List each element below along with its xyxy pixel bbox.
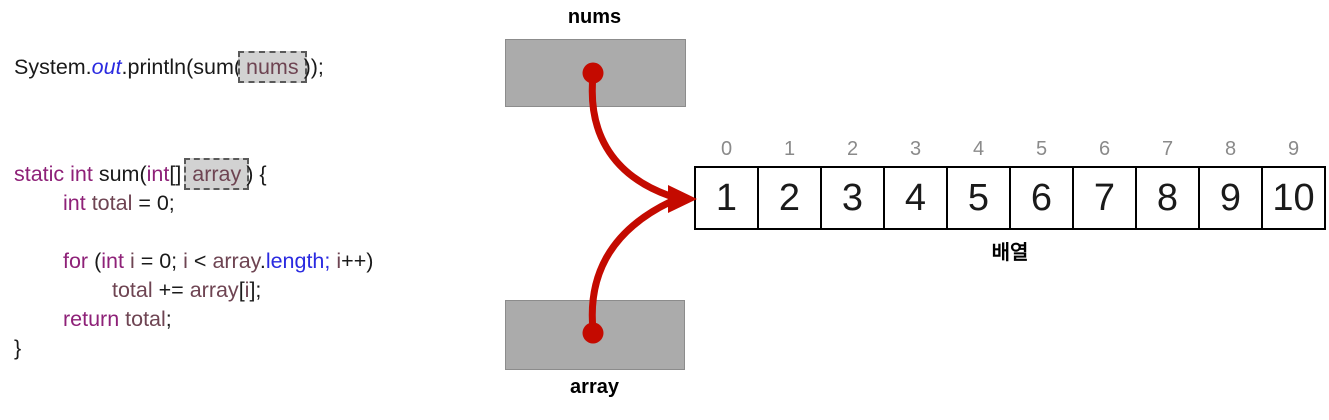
code-token: int	[63, 191, 86, 215]
code-token: (	[88, 249, 102, 273]
code-token: []	[169, 162, 188, 186]
code-token: ++)	[341, 249, 374, 273]
highlighted-variable-token: array	[184, 158, 250, 190]
array-cell: 7	[1072, 166, 1137, 230]
code-token: out	[91, 55, 122, 79]
code-line: total += array[i];	[14, 276, 373, 305]
code-token: int	[101, 249, 124, 273]
array-index-label: 5	[1035, 138, 1048, 160]
code-token: System.	[14, 55, 92, 79]
code-token: array	[212, 249, 260, 273]
code-line: for (int i = 0; i < array.length; i++)	[14, 247, 373, 276]
array-cell: 5	[946, 166, 1011, 230]
array-cell: 10	[1261, 166, 1326, 230]
nums-reference-box	[505, 39, 686, 107]
array-cell: 6	[1009, 166, 1074, 230]
code-token: int	[146, 162, 170, 186]
code-token: i	[336, 249, 342, 273]
code-token: for	[63, 249, 89, 273]
array-index-label: 4	[972, 138, 985, 160]
array-cell: 4	[883, 166, 948, 230]
code-token: = 0;	[132, 191, 175, 215]
array-index-label: 7	[1161, 138, 1174, 160]
code-token: total	[112, 278, 153, 302]
arrowhead-icon	[668, 185, 697, 213]
array-reference-box	[505, 300, 685, 370]
code-line: return total;	[14, 305, 373, 334]
code-line	[14, 218, 373, 247]
code-token: ));	[303, 55, 324, 79]
code-token: static int	[14, 162, 93, 186]
code-token: array	[189, 278, 239, 302]
code-token: }	[14, 336, 22, 360]
code-line: static int sum(int[] array) {	[14, 158, 373, 190]
code-sum-method: static int sum(int[] array) {int total =…	[14, 158, 373, 363]
code-token: <	[187, 249, 213, 273]
code-line: int total = 0;	[14, 189, 373, 218]
code-token: ) {	[246, 162, 267, 186]
code-token: ;	[165, 307, 172, 331]
code-token: +=	[152, 278, 190, 302]
code-line: }	[14, 334, 373, 363]
array-index-label: 2	[846, 138, 859, 160]
nums-label: nums	[567, 6, 622, 28]
code-token: = 0;	[134, 249, 184, 273]
code-token: [	[238, 278, 245, 302]
array-cell: 9	[1198, 166, 1263, 230]
array-cell: 3	[820, 166, 885, 230]
array-index-label: 9	[1287, 138, 1300, 160]
array-label: array	[570, 376, 619, 398]
code-token: ];	[249, 278, 262, 302]
array-caption: 배열	[991, 242, 1029, 264]
array-index-label: 6	[1098, 138, 1111, 160]
code-token: .	[259, 249, 266, 273]
code-token: i	[183, 249, 188, 273]
code-token: .println(sum(	[121, 55, 242, 79]
array-index-label: 3	[909, 138, 922, 160]
array-cell: 1	[694, 166, 759, 230]
array-cell: 2	[757, 166, 822, 230]
array-index-label: 0	[720, 138, 733, 160]
array-index-label: 8	[1224, 138, 1237, 160]
code-token: i	[129, 249, 135, 273]
array-index-label: 1	[783, 138, 796, 160]
code-token: i	[244, 278, 250, 302]
code-token: return	[63, 307, 120, 331]
highlighted-variable-token: nums	[238, 51, 307, 83]
code-println-line: System.out.println(sum(nums));	[14, 51, 324, 83]
code-token: total	[91, 191, 133, 215]
code-token: sum(	[92, 162, 147, 186]
code-token: total	[125, 307, 166, 331]
code-token: length;	[265, 249, 331, 273]
array-cell: 8	[1135, 166, 1200, 230]
